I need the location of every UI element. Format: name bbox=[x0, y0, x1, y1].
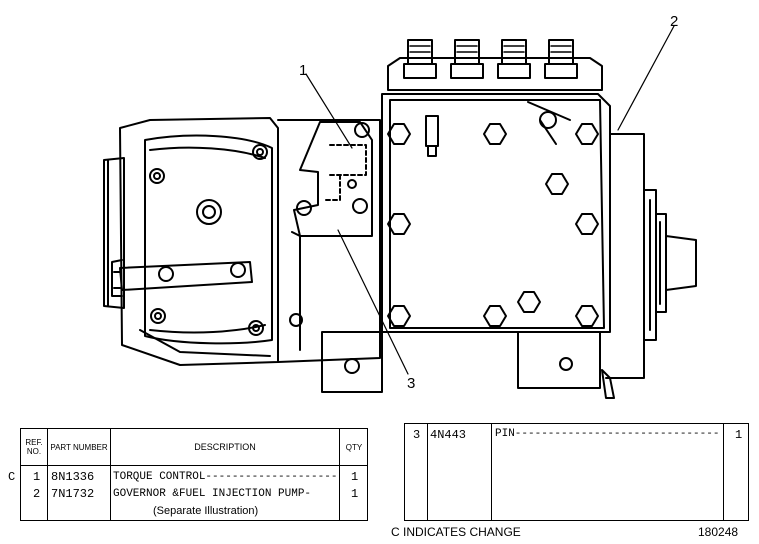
parts-table: REF. NO. PART NUMBER DESCRIPTION QTY 1 8… bbox=[20, 428, 368, 521]
table-row: 1 8N1336 TORQUE CONTROL-----------------… bbox=[21, 469, 367, 485]
header-part-number: PART NUMBER bbox=[50, 442, 108, 452]
change-legend: C INDICATES CHANGE bbox=[391, 525, 521, 539]
change-marker-row-1: C bbox=[8, 470, 16, 484]
ref-number: 2 bbox=[33, 487, 41, 501]
separate-illustration-note: (Separate Illustration) bbox=[153, 505, 259, 517]
quantity: 1 bbox=[351, 487, 359, 501]
part-description: GOVERNOR &FUEL INJECTION PUMP- bbox=[113, 488, 312, 500]
part-description: PIN-------------------------------------… bbox=[495, 428, 719, 440]
header-qty: QTY bbox=[345, 442, 363, 452]
header-ref-no: REF. NO. bbox=[25, 438, 43, 456]
part-number: 4N443 bbox=[430, 428, 467, 442]
injection-pump-body bbox=[381, 39, 611, 389]
callout-3: 3 bbox=[407, 375, 416, 392]
part-description: TORQUE CONTROL-------------------- bbox=[113, 471, 338, 483]
quantity: 1 bbox=[351, 470, 359, 484]
torque-control bbox=[277, 119, 383, 393]
callout-leaders bbox=[305, 25, 675, 375]
callout-1: 1 bbox=[299, 62, 308, 79]
callout-2: 2 bbox=[670, 13, 679, 30]
parts-table-header: REF. NO. PART NUMBER DESCRIPTION QTY bbox=[21, 429, 367, 466]
part-number: 8N1336 bbox=[51, 470, 95, 484]
ref-number: 3 bbox=[413, 428, 421, 442]
page-id: 180248 bbox=[698, 525, 739, 539]
drive-housing bbox=[601, 133, 697, 399]
pump-illustration bbox=[103, 25, 697, 399]
quantity: 1 bbox=[735, 428, 743, 442]
parts-table-continued: 3 4N443 PIN-----------------------------… bbox=[404, 423, 749, 521]
governor-housing bbox=[103, 117, 279, 366]
table-row: 2 7N1732 GOVERNOR &FUEL INJECTION PUMP- … bbox=[21, 486, 367, 502]
table-note: (Separate Illustration) bbox=[21, 503, 367, 519]
ref-number: 1 bbox=[33, 470, 41, 484]
header-description: DESCRIPTION bbox=[194, 441, 256, 452]
part-number: 7N1732 bbox=[51, 487, 95, 501]
